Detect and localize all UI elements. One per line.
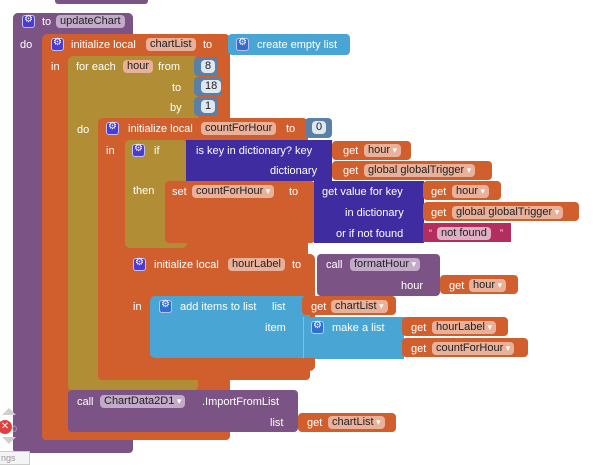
var-dropdown-hour[interactable]: hour [452,185,490,198]
init-local-label: initialize local [128,123,193,135]
procedure-dropdown-formatHour[interactable]: formatHour [350,258,421,271]
mutator-gear-icon[interactable] [311,320,324,334]
var-name-chartList[interactable]: chartList [146,38,196,51]
var-name-countForHour[interactable]: countForHour [201,122,277,135]
scroll-up-arrow-icon[interactable] [2,408,16,415]
get-value-for-key-block[interactable] [314,181,424,243]
warning-count: 0 [12,424,18,434]
var-dropdown-countForHour[interactable]: countForHour [192,185,275,198]
if-label: if [154,145,160,157]
quote-close: ” [500,228,503,238]
get-label: get [411,343,427,355]
keyword-to: to [289,186,299,198]
for-each-label: for each [76,61,116,73]
count-init-value[interactable]: 0 [312,121,327,134]
quote-open: “ [429,228,432,238]
get-label: get [411,322,427,334]
get-value-label: get value for key [322,186,403,198]
mutator-gear-icon[interactable] [133,257,146,271]
var-dropdown-chartList[interactable]: chartList [331,300,388,313]
loop-var-hour[interactable]: hour [123,60,154,73]
var-dropdown-global-trigger[interactable]: global globalTrigger [452,206,564,219]
make-a-list-label: make a list [332,322,385,334]
set-label: set [172,186,187,198]
keyword-to: to [203,39,213,51]
keyword-in: in [133,301,142,313]
settings-tab[interactable]: ngs [0,451,30,465]
error-icon[interactable]: ✕ [0,420,12,434]
or-if-not-found-label: or if not found [336,228,404,240]
add-items-label: add items to list [180,301,257,313]
dictionary-label: dictionary [270,165,318,177]
keyword-to: to [42,16,52,28]
scroll-down-arrow-icon[interactable] [2,437,16,444]
init-count-footer [98,370,310,380]
by-value[interactable]: 1 [201,100,216,113]
get-label: get [307,417,323,429]
var-dropdown-countForHour[interactable]: countForHour [432,342,515,355]
keyword-in: in [51,61,60,73]
get-label: get [431,186,447,198]
mutator-gear-icon[interactable] [159,299,172,313]
mutator-gear-icon[interactable] [106,121,119,135]
mutator-gear-icon[interactable] [132,143,145,157]
to-value[interactable]: 18 [201,80,222,93]
get-label: get [431,207,447,219]
var-name-hourLabel[interactable]: hourLabel [228,258,285,271]
partial-block-top[interactable] [55,0,148,4]
var-dropdown-hour[interactable]: hour [469,279,507,292]
create-empty-list-label: create empty list [257,39,338,51]
get-label: get [311,301,327,313]
keyword-in: in [106,145,115,157]
var-dropdown-hourLabel[interactable]: hourLabel [432,321,496,334]
call-label: call [326,259,343,271]
keyword-to: to [286,123,296,135]
keyword-do: do [77,124,90,136]
then-label: then [133,185,155,197]
from-value[interactable]: 8 [201,60,216,73]
var-dropdown-global-trigger[interactable]: global globalTrigger [364,164,476,177]
mutator-gear-icon[interactable] [51,37,64,51]
keyword-to: to [292,259,302,271]
init-hourLabel-footer [125,358,315,370]
component-dropdown[interactable]: ChartData2D1 [100,395,186,408]
item-label: item [265,322,286,334]
call-label: call [77,396,94,408]
text-field-not-found[interactable]: not found [437,227,491,240]
mutator-gear-icon[interactable] [22,14,35,28]
is-key-in-dictionary-block[interactable] [186,140,332,181]
keyword-from: from [158,61,180,73]
init-local-label: initialize local [154,259,219,271]
is-key-label: is key in dictionary? key [196,145,313,157]
in-dictionary-label: in dictionary [345,207,404,219]
keyword-by: by [170,102,182,114]
add-items-to-list-block[interactable] [150,296,310,358]
var-dropdown-hour[interactable]: hour [364,144,402,157]
get-label: get [343,165,359,177]
list-label: list [272,301,286,313]
procedure-footer [13,440,133,453]
arg-hour-label: hour [401,280,424,292]
procedure-name-field[interactable]: updateChart [56,15,125,28]
get-label: get [449,280,465,292]
var-dropdown-chartList[interactable]: chartList [328,416,385,429]
init-local-label: initialize local [71,39,136,51]
mutator-gear-icon[interactable] [236,37,249,51]
method-name: .ImportFromList [202,396,280,408]
keyword-to: to [172,82,182,94]
get-label: get [343,145,359,157]
list-label: list [270,417,284,429]
create-empty-list-block[interactable] [228,34,350,55]
keyword-do: do [20,39,33,51]
